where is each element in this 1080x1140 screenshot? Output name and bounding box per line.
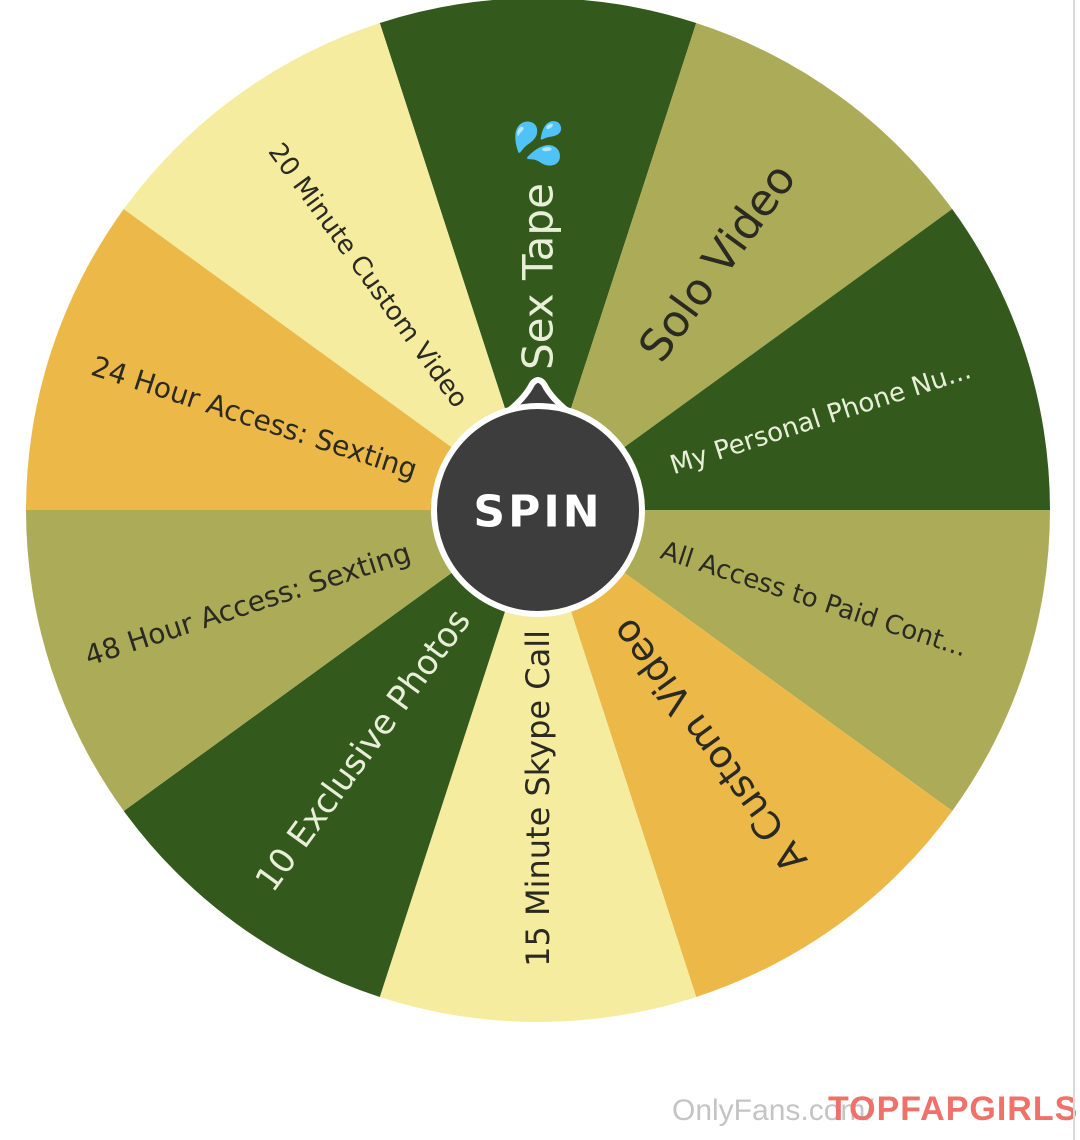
wheel-segment (538, 23, 953, 511)
wheel-segment (538, 510, 953, 997)
wheel-segment (538, 510, 1050, 811)
spin-button-circle (431, 403, 645, 617)
divider (1073, 0, 1075, 1140)
wheel-segment-label: 15 Minute Skype Call (519, 630, 557, 967)
wheel-segment (538, 209, 1050, 510)
watermark-text: OnlyFans.com/ (672, 1094, 874, 1127)
wheel-segments (26, 0, 1050, 1022)
wheel-segment (26, 510, 538, 811)
wheel-segment (26, 209, 538, 510)
wheel-segment (123, 510, 539, 997)
wheel-segment (379, 510, 697, 1022)
watermark-brand-logo: TOPFAPGIRLS (828, 1090, 1079, 1128)
wheel-segment-label: Sex Tape 💦 (512, 117, 564, 370)
wheel-segment (123, 23, 539, 511)
wheel-segment (379, 0, 697, 510)
spin-button-label: SPIN (473, 487, 602, 538)
spin-button[interactable]: SPIN (431, 377, 645, 617)
